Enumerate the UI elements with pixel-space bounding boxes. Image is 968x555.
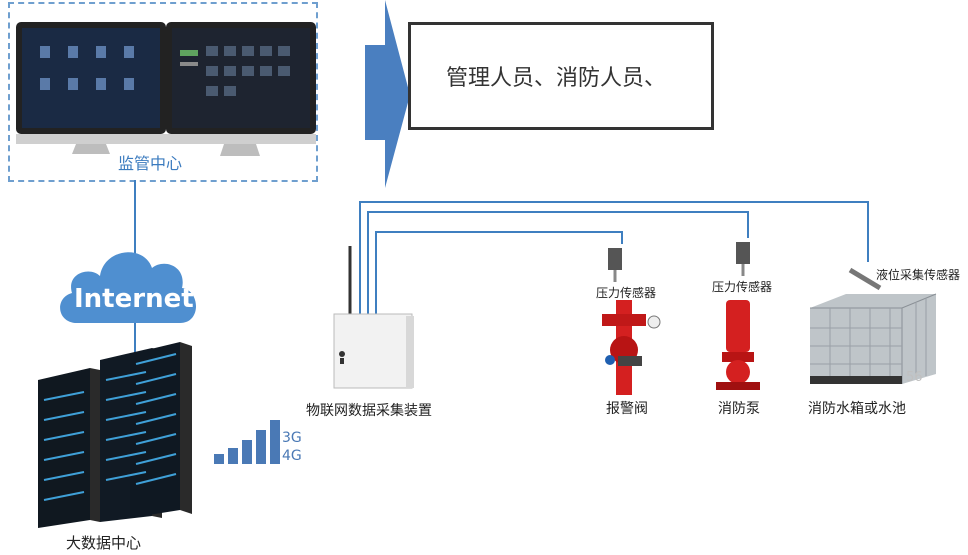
fire-pump-label: 消防泵 bbox=[718, 401, 760, 417]
monitor-center-label: 监管中心 bbox=[118, 154, 183, 173]
water-tank-icon bbox=[810, 293, 937, 384]
signal-bars-icon bbox=[214, 420, 280, 464]
signal-4g-label: 4G bbox=[282, 448, 302, 464]
management-box bbox=[408, 22, 714, 130]
tank-number: 56 bbox=[906, 370, 923, 385]
server-rack-icon bbox=[38, 342, 192, 528]
alarm-valve-label: 报警阀 bbox=[606, 401, 648, 417]
management-text: 管理人员、消防人员、 bbox=[446, 66, 667, 91]
iot-device-label: 物联网数据采集装置 bbox=[306, 403, 432, 419]
pressure-sensor-1-label: 压力传感器 bbox=[596, 286, 657, 300]
cloud-label: Internet bbox=[74, 284, 194, 314]
monitor-screens-icon bbox=[16, 22, 316, 156]
signal-3g-label: 3G bbox=[282, 430, 302, 446]
iot-collector-icon bbox=[333, 246, 414, 389]
level-sensor-label: 液位采集传感器 bbox=[876, 268, 961, 282]
water-tank-label: 消防水箱或水池 bbox=[808, 401, 906, 417]
bigdata-center-label: 大数据中心 bbox=[66, 534, 142, 552]
monitor-center-frame bbox=[8, 2, 318, 182]
alarm-valve-icon bbox=[602, 300, 661, 395]
arrow-right-icon bbox=[365, 0, 410, 188]
cloud-icon bbox=[60, 252, 196, 323]
pressure-sensor-2-label: 压力传感器 bbox=[712, 280, 773, 294]
fire-pump-icon bbox=[716, 300, 760, 390]
